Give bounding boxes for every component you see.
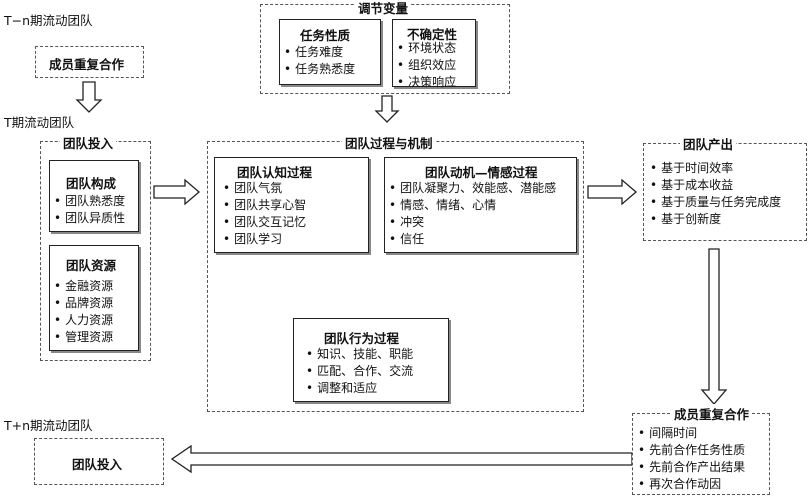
resources-item: 管理资源 (54, 329, 113, 346)
output-item: 基于成本收益 (650, 177, 781, 194)
composition-list: 团队熟悉度 团队异质性 (54, 193, 125, 227)
behavior-list: 知识、技能、职能 匹配、合作、交流 调整和适应 (306, 346, 413, 397)
arrow-down-prev (75, 81, 103, 113)
period-label-t-plus-n: T+n期流动团队 (4, 418, 93, 433)
process-title: 团队过程与机制 (342, 133, 436, 152)
arrow-down-moderators (374, 95, 400, 123)
arrow-down-output (700, 248, 728, 405)
moderators-title: 调节变量 (355, 0, 412, 17)
behavior-box: 团队行为过程 知识、技能、职能 匹配、合作、交流 调整和适应 (293, 318, 449, 402)
prev-cooperation-box: 成员重复合作 (35, 46, 144, 78)
output-title: 团队产出 (680, 134, 737, 153)
composition-item: 团队熟悉度 (54, 193, 125, 210)
task-nature-list: 任务难度 任务熟悉度 (284, 44, 355, 78)
resources-item: 品牌资源 (54, 295, 113, 312)
output-item: 基于创新度 (650, 211, 781, 228)
motivation-box: 团队动机—情感过程 团队凝聚力、效能感、潜能感 情感、情绪、心情 冲突 信任 (384, 157, 577, 253)
period-label-t: T期流动团队 (4, 115, 75, 130)
motivation-title: 团队动机—情感过程 (425, 165, 538, 180)
output-item: 基于质量与任务完成度 (650, 194, 781, 211)
prev-cooperation-label: 成员重复合作 (49, 57, 125, 72)
output-list: 基于时间效率 基于成本收益 基于质量与任务完成度 基于创新度 (650, 160, 781, 228)
repeat-coop-item: 间隔时间 (638, 425, 745, 442)
team-input-title: 团队投入 (60, 133, 117, 152)
future-input-box: 团队投入 (34, 438, 164, 485)
motivation-item: 团队凝聚力、效能感、潜能感 (389, 180, 556, 197)
task-nature-item: 任务熟悉度 (284, 61, 355, 78)
cognitive-list: 团队气氛 团队共享心智 团队交互记忆 团队学习 (223, 180, 306, 248)
arrow-right-output (587, 178, 637, 206)
motivation-item: 信任 (389, 231, 556, 248)
resources-list: 金融资源 品牌资源 人力资源 管理资源 (54, 278, 113, 346)
task-nature-title: 任务性质 (300, 28, 351, 43)
motivation-item: 情感、情绪、心情 (389, 197, 556, 214)
cognitive-item: 团队气氛 (223, 180, 306, 197)
task-nature-item: 任务难度 (284, 44, 355, 61)
repeat-coop-item: 先前合作任务性质 (638, 442, 745, 459)
behavior-title: 团队行为过程 (324, 331, 400, 346)
task-nature-box: 任务性质 任务难度 任务熟悉度 (279, 19, 381, 85)
arrow-left-future (170, 444, 633, 474)
cognitive-title: 团队认知过程 (237, 165, 313, 180)
resources-box: 团队资源 金融资源 品牌资源 人力资源 管理资源 (49, 245, 139, 351)
repeat-coop-title: 成员重复合作 (671, 404, 753, 423)
cognitive-item: 团队交互记忆 (223, 214, 306, 231)
composition-item: 团队异质性 (54, 210, 125, 227)
output-item: 基于时间效率 (650, 160, 781, 177)
repeat-coop-list: 间隔时间 先前合作任务性质 先前合作产出结果 再次合作动因 (638, 425, 745, 493)
repeat-coop-item: 先前合作产出结果 (638, 459, 745, 476)
behavior-item: 匹配、合作、交流 (306, 363, 413, 380)
motivation-item: 冲突 (389, 214, 556, 231)
uncertainty-title: 不确定性 (407, 27, 458, 42)
resources-item: 金融资源 (54, 278, 113, 295)
uncertainty-list: 环境状态 组织效应 决策响应 (397, 40, 456, 91)
uncertainty-box: 不确定性 环境状态 组织效应 决策响应 (392, 19, 476, 89)
period-label-t-minus-n: T−n期流动团队 (4, 13, 93, 28)
composition-box: 团队构成 团队熟悉度 团队异质性 (49, 160, 139, 232)
cognitive-item: 团队共享心智 (223, 197, 306, 214)
behavior-item: 调整和适应 (306, 380, 413, 397)
cognitive-box: 团队认知过程 团队气氛 团队共享心智 团队交互记忆 团队学习 (214, 157, 369, 253)
repeat-coop-item: 再次合作动因 (638, 476, 745, 493)
motivation-list: 团队凝聚力、效能感、潜能感 情感、情绪、心情 冲突 信任 (389, 180, 556, 248)
resources-title: 团队资源 (66, 258, 117, 273)
cognitive-item: 团队学习 (223, 231, 306, 248)
behavior-item: 知识、技能、职能 (306, 346, 413, 363)
resources-item: 人力资源 (54, 312, 113, 329)
composition-title: 团队构成 (66, 176, 117, 191)
uncertainty-item: 环境状态 (397, 40, 456, 57)
arrow-right-input (153, 178, 200, 206)
uncertainty-item: 决策响应 (397, 74, 456, 91)
future-input-label: 团队投入 (72, 457, 123, 472)
uncertainty-item: 组织效应 (397, 57, 456, 74)
